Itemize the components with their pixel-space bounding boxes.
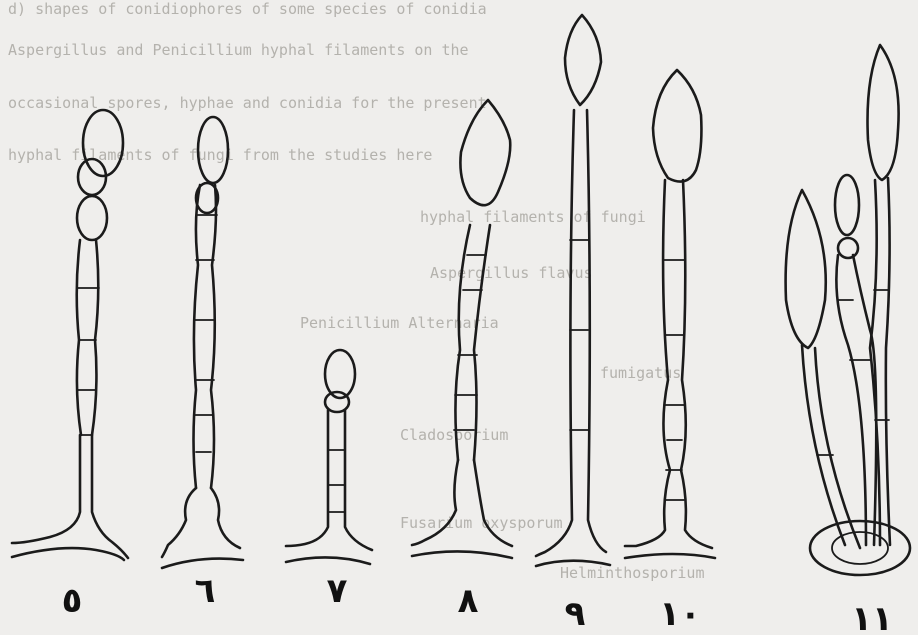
label-10: ١٠ [659,594,701,634]
svg-text:Aspergillus and Penicillium hy: Aspergillus and Penicillium hyphal filam… [8,41,469,59]
svg-text:Cladosporium: Cladosporium [400,426,508,444]
svg-text:hyphal filaments of fungi from: hyphal filaments of fungi from the studi… [8,146,432,164]
svg-text:occasional spores, hyphae and: occasional spores, hyphae and conidia fo… [8,94,487,112]
svg-text:Fusarium oxysporum: Fusarium oxysporum [400,514,563,532]
conidiophore-5 [12,110,128,560]
figure-labels: ٥ ٦ ٧ ٨ ٩ ١٠ ١١ [62,571,893,635]
label-6: ٦ [195,571,216,611]
svg-text:Penicillium Alternaria: Penicillium Alternaria [300,314,499,332]
conidiophore-6 [162,117,243,568]
conidiophore-11 [786,45,910,575]
conidiophore-9 [536,15,610,566]
conidiophore-7 [286,350,372,564]
label-7: ٧ [327,571,348,611]
conidiophore-10 [625,70,715,558]
svg-text:hyphal filaments of fungi: hyphal filaments of fungi [420,208,646,226]
svg-text:Aspergillus flavus: Aspergillus flavus [430,264,593,282]
svg-text:d) shapes of conidiophores of: d) shapes of conidiophores of some speci… [8,0,487,18]
label-8: ٨ [458,581,479,621]
bleed-through-text: d) shapes of conidiophores of some speci… [8,0,705,582]
label-11: ١١ [851,599,893,635]
svg-text:Helminthosporium: Helminthosporium [560,564,705,582]
label-9: ٩ [565,594,586,634]
label-5: ٥ [62,581,83,621]
